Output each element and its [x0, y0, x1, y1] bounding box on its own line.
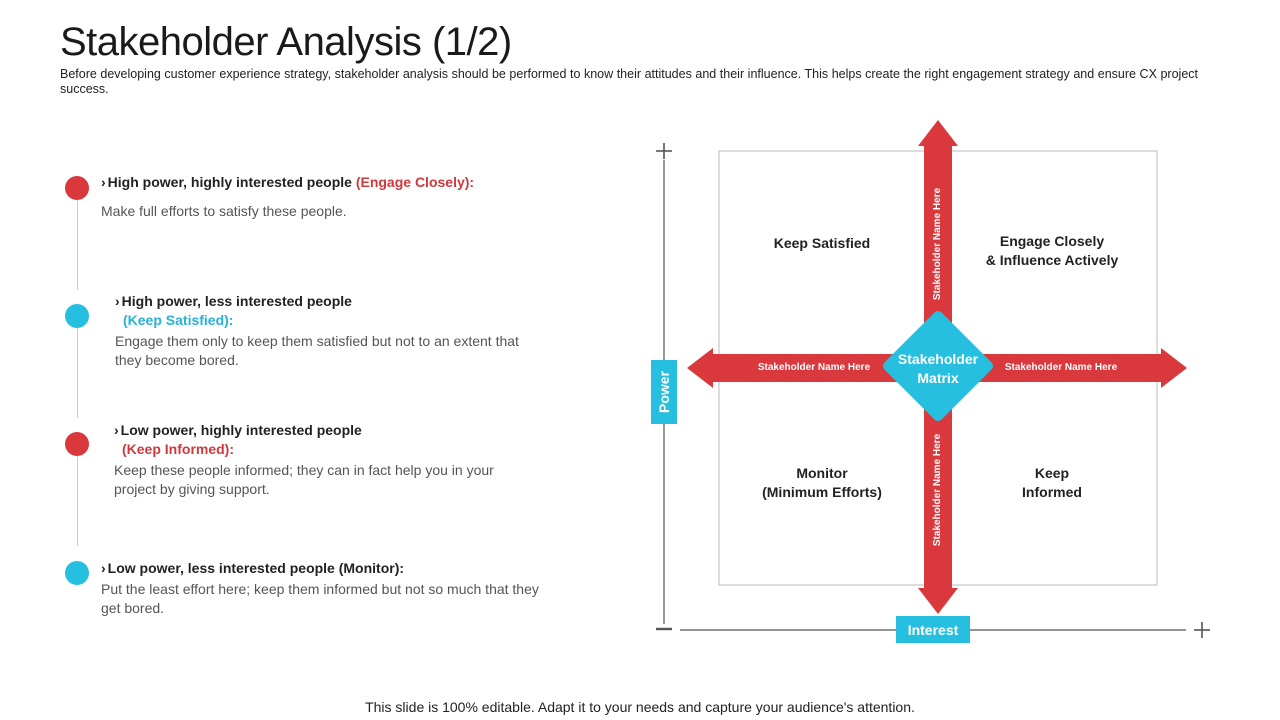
quadrant-label: Monitor: [796, 465, 848, 481]
item-tag: (Keep Informed):: [122, 441, 234, 457]
chevron-right-icon: ›: [101, 560, 106, 576]
item-dot-blue: [65, 561, 89, 585]
list-item-keep-satisfied: ›High power, less interested people (Kee…: [115, 292, 545, 370]
item-body: Engage them only to keep them satisfied …: [115, 333, 519, 368]
item-heading-text: Low power, highly interested people: [120, 422, 362, 438]
item-heading-text: Low power, less interested people (Monit…: [107, 560, 405, 576]
y-axis-label: Power: [651, 360, 677, 424]
list-item-keep-informed: ›Low power, highly interested people (Ke…: [114, 421, 524, 499]
arm-label-top: Stakeholder Name Here: [932, 187, 943, 301]
arm-label-left: Stakeholder Name Here: [757, 362, 871, 373]
list-item-engage-closely: ›High power, highly interested people (E…: [101, 173, 541, 221]
item-dot-red: [65, 176, 89, 200]
item-heading-text: High power, less interested people: [121, 293, 352, 309]
connector-line: [77, 456, 78, 546]
plus-icon: [1194, 622, 1210, 638]
stakeholder-matrix: Keep Satisfied Engage Closely & Influenc…: [640, 110, 1220, 670]
y-axis-label-text: Power: [656, 370, 673, 414]
center-label: Stakeholder Matrix: [888, 350, 988, 388]
item-tag-line: (Keep Satisfied):: [115, 311, 545, 330]
matrix-graphic: [656, 120, 1210, 638]
quadrant-label: Informed: [1022, 484, 1082, 500]
page-title: Stakeholder Analysis (1/2): [60, 20, 512, 64]
arm-label-right: Stakeholder Name Here: [1004, 362, 1118, 373]
quadrant-bottom-left: Monitor (Minimum Efforts): [722, 464, 922, 502]
quadrant-top-left: Keep Satisfied: [722, 234, 922, 253]
connector-line: [77, 200, 78, 290]
item-dot-red: [65, 432, 89, 456]
quadrant-label: Keep: [1034, 465, 1070, 481]
item-heading: ›Low power, highly interested people: [114, 421, 524, 440]
quadrant-top-right: Engage Closely & Influence Actively: [952, 232, 1152, 270]
chevron-right-icon: ›: [101, 174, 106, 190]
plus-icon: [656, 143, 672, 159]
item-heading: ›High power, less interested people: [115, 292, 545, 311]
quadrant-label: & Influence Actively: [985, 252, 1119, 268]
center-label-line: Matrix: [917, 370, 959, 386]
legend-list: ›High power, highly interested people (E…: [0, 0, 600, 720]
arm-label-bottom: Stakeholder Name Here: [932, 433, 943, 547]
page-subtitle: Before developing customer experience st…: [60, 67, 1198, 96]
arrow-up: [918, 120, 958, 353]
center-diamond: [883, 311, 993, 421]
arrow-down: [918, 353, 958, 614]
connector-line: [77, 328, 78, 418]
chevron-right-icon: ›: [115, 293, 120, 309]
item-tag: (Engage Closely):: [355, 174, 475, 190]
item-body: Make full efforts to satisfy these peopl…: [101, 203, 347, 219]
x-axis-label: Interest: [896, 616, 970, 643]
item-dot-blue: [65, 304, 89, 328]
list-item-monitor: ›Low power, less interested people (Moni…: [101, 559, 541, 618]
item-tag: (Keep Satisfied):: [123, 312, 234, 328]
arrow-right: [938, 348, 1187, 388]
quadrant-label: (Minimum Efforts): [762, 484, 882, 500]
chevron-right-icon: ›: [114, 422, 119, 438]
quadrant-label: Engage Closely: [999, 233, 1105, 249]
center-label-line: Stakeholder: [897, 351, 979, 367]
item-body: Put the least effort here; keep them inf…: [101, 581, 539, 616]
footer-note: This slide is 100% editable. Adapt it to…: [365, 699, 915, 715]
quadrant-label: Keep Satisfied: [773, 235, 871, 251]
item-heading: ›High power, highly interested people (E…: [101, 173, 541, 192]
arrow-left: [687, 348, 938, 388]
item-heading: ›Low power, less interested people (Moni…: [101, 559, 541, 578]
item-tag-line: (Keep Informed):: [114, 440, 524, 459]
item-body: Keep these people informed; they can in …: [114, 462, 494, 497]
quadrant-bottom-right: Keep Informed: [952, 464, 1152, 502]
item-heading-text: High power, highly interested people: [107, 174, 352, 190]
